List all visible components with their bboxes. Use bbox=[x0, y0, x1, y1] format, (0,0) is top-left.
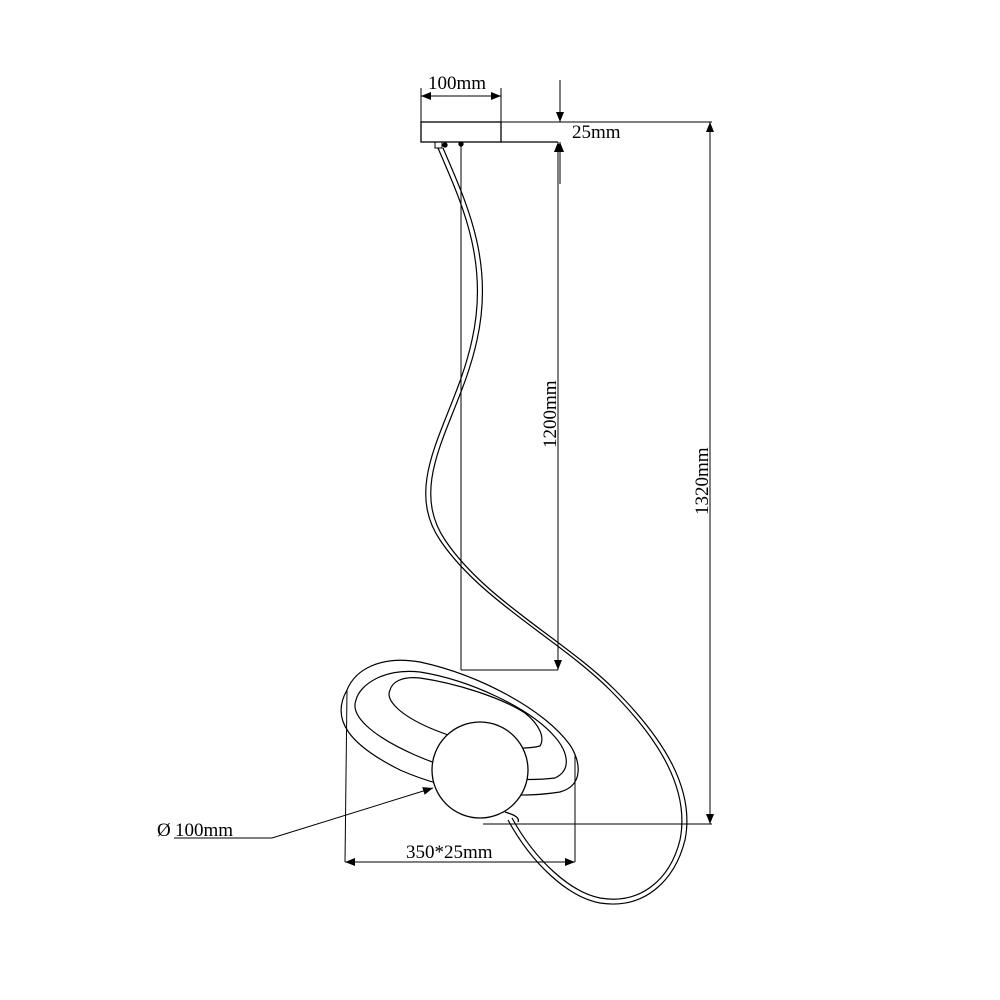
suspension-rod-outline bbox=[460, 146, 558, 671]
ring-shade bbox=[340, 659, 579, 863]
dim-label-cable-length: 1200mm bbox=[540, 380, 561, 448]
dim-label-canopy-height: 25mm bbox=[572, 122, 621, 143]
power-cable bbox=[425, 147, 688, 905]
dim-canopy-width bbox=[420, 88, 502, 122]
dim-label-globe-diameter: 100mm bbox=[175, 820, 233, 841]
diameter-symbol: Ø bbox=[157, 820, 171, 841]
ceiling-canopy bbox=[420, 121, 558, 149]
glass-globe bbox=[431, 721, 529, 825]
dim-label-canopy-width: 100mm bbox=[428, 73, 486, 94]
dim-globe-diameter bbox=[174, 787, 434, 839]
dim-overall-height bbox=[520, 122, 714, 825]
dim-label-ring-size: 350*25mm bbox=[406, 842, 493, 863]
dim-label-overall-height: 1320mm bbox=[692, 447, 713, 515]
